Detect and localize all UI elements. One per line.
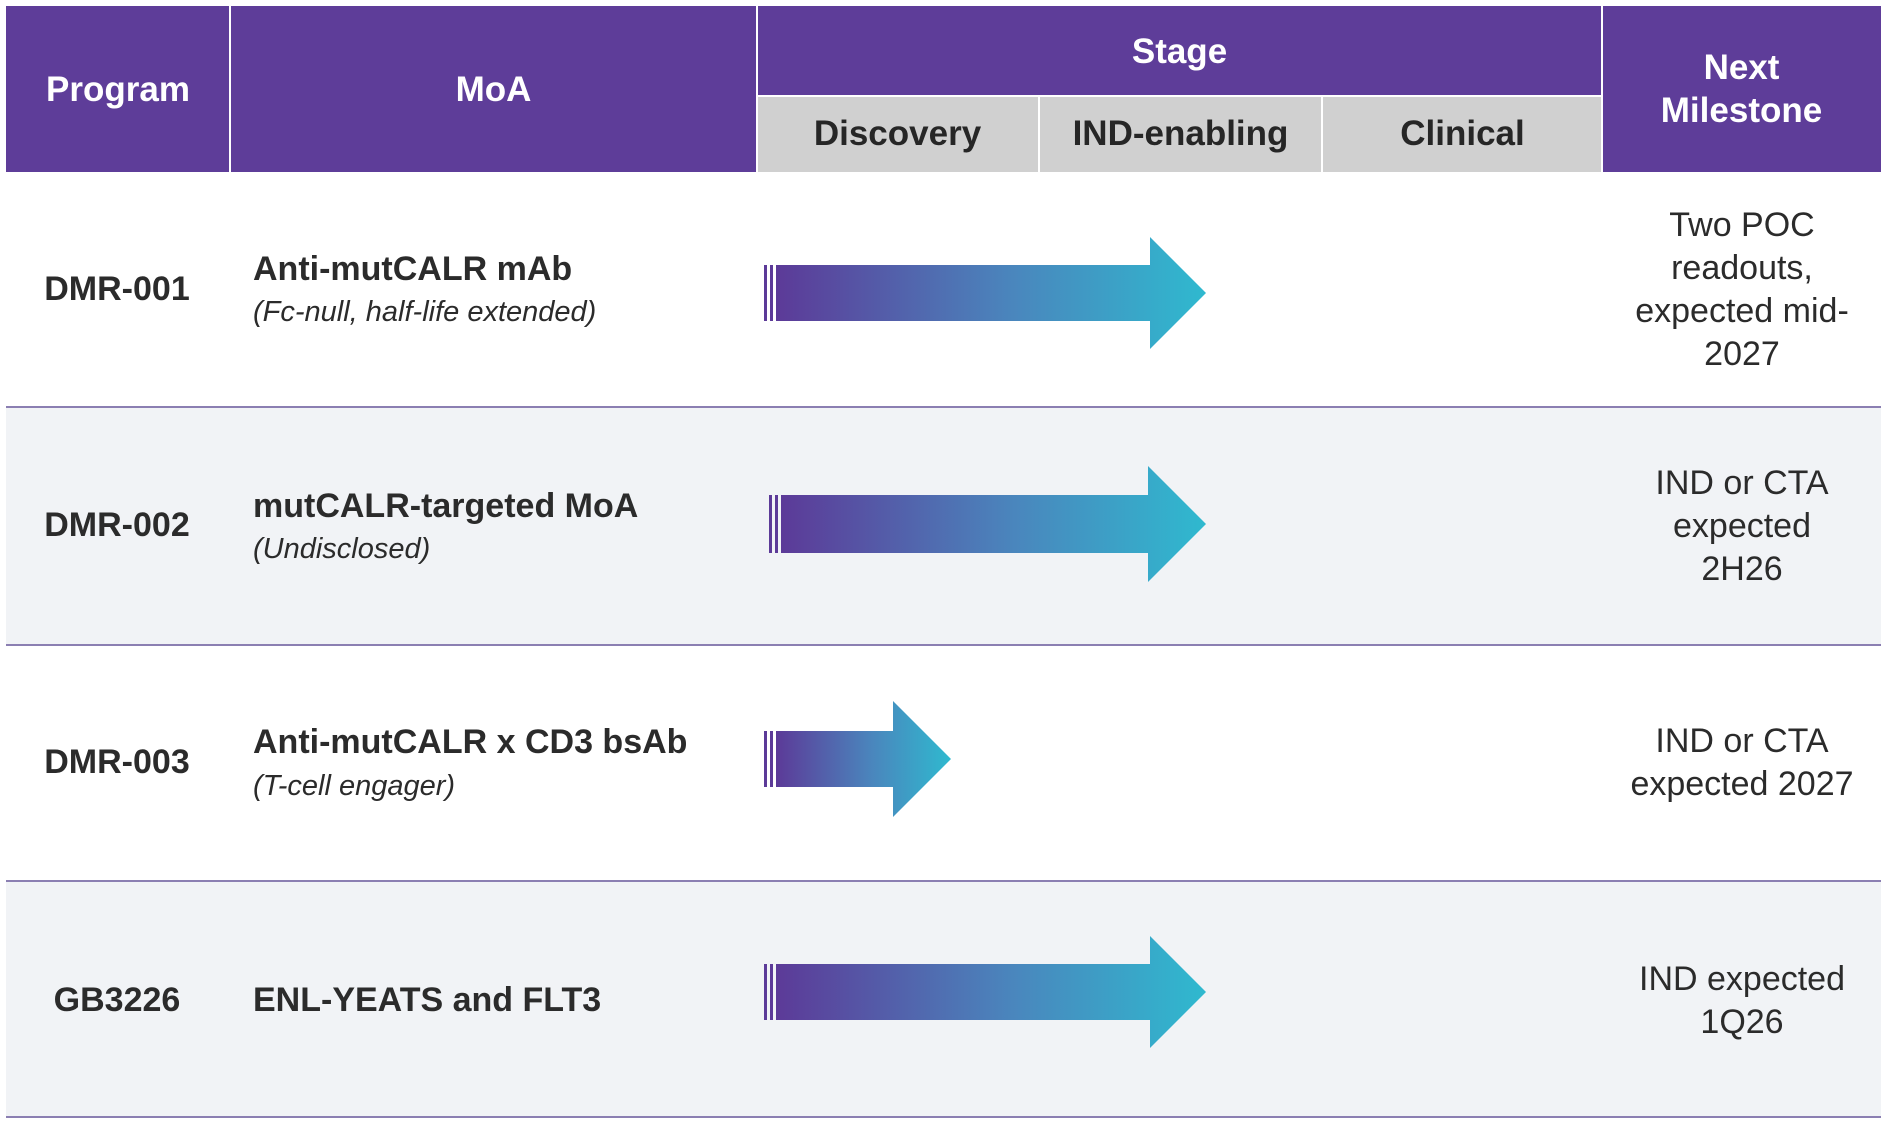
header-moa: MoA xyxy=(230,6,757,172)
milestone-line: 2H26 xyxy=(1701,549,1783,588)
milestone-line: IND or CTA xyxy=(1655,463,1829,502)
stage-ind-enabling: IND-enabling xyxy=(1040,96,1321,172)
moa-detail: (T-cell engager) xyxy=(253,770,456,802)
milestone-line: expected 2027 xyxy=(1630,765,1854,803)
milestone-line: expected xyxy=(1673,506,1811,545)
row-divider xyxy=(6,1116,1881,1118)
header-next-milestone-line-1: Next xyxy=(1703,48,1780,87)
program-name: DMR-002 xyxy=(44,506,190,544)
progress-arrow xyxy=(764,701,951,817)
milestone-line: IND expected xyxy=(1639,960,1845,998)
next-milestone: IND or CTA expected 2027 xyxy=(1603,718,1881,808)
next-milestone: IND expected 1Q26 xyxy=(1603,956,1881,1046)
moa-title: Anti-mutCALR x CD3 bsAb xyxy=(253,723,688,761)
row-divider xyxy=(6,880,1881,882)
header-divider xyxy=(756,6,758,172)
header-next-milestone: Next Milestone xyxy=(1602,6,1881,172)
stage-divider xyxy=(1038,96,1040,172)
program-name: GB3226 xyxy=(53,981,181,1019)
milestone-line: 2027 xyxy=(1704,335,1780,373)
header-divider xyxy=(757,95,1602,97)
row-divider xyxy=(6,406,1881,408)
milestone-line: expected mid- xyxy=(1635,292,1849,330)
header-stage: Stage xyxy=(757,6,1602,96)
stage-clinical: Clinical xyxy=(1323,96,1602,172)
milestone-line: Two POC xyxy=(1669,206,1815,244)
moa-title: Anti-mutCALR mAb xyxy=(253,250,573,288)
header-next-milestone-line-2: Milestone xyxy=(1660,91,1823,130)
progress-arrow xyxy=(769,466,1206,582)
milestone-line: readouts, xyxy=(1671,249,1813,287)
next-milestone: Two POC readouts, expected mid- 2027 xyxy=(1603,202,1881,378)
milestone-line: 1Q26 xyxy=(1700,1003,1784,1041)
progress-arrow xyxy=(764,237,1206,349)
program-name: DMR-001 xyxy=(44,270,190,308)
moa-detail: (Fc-null, half-life extended) xyxy=(253,296,597,328)
program-name: DMR-003 xyxy=(44,743,190,781)
stage-divider xyxy=(1321,96,1323,172)
next-milestone: IND or CTA expected 2H26 xyxy=(1603,460,1881,592)
header-divider xyxy=(1601,6,1603,172)
milestone-line: IND or CTA xyxy=(1655,722,1829,760)
progress-arrow xyxy=(764,936,1206,1048)
moa-detail: (Undisclosed) xyxy=(253,533,431,565)
header-divider xyxy=(229,6,231,172)
moa-title: mutCALR-targeted MoA xyxy=(253,487,639,525)
stage-discovery: Discovery xyxy=(757,96,1038,172)
moa-title: ENL-YEATS and FLT3 xyxy=(253,981,602,1019)
row-divider xyxy=(6,644,1881,646)
header-program: Program xyxy=(6,6,230,172)
